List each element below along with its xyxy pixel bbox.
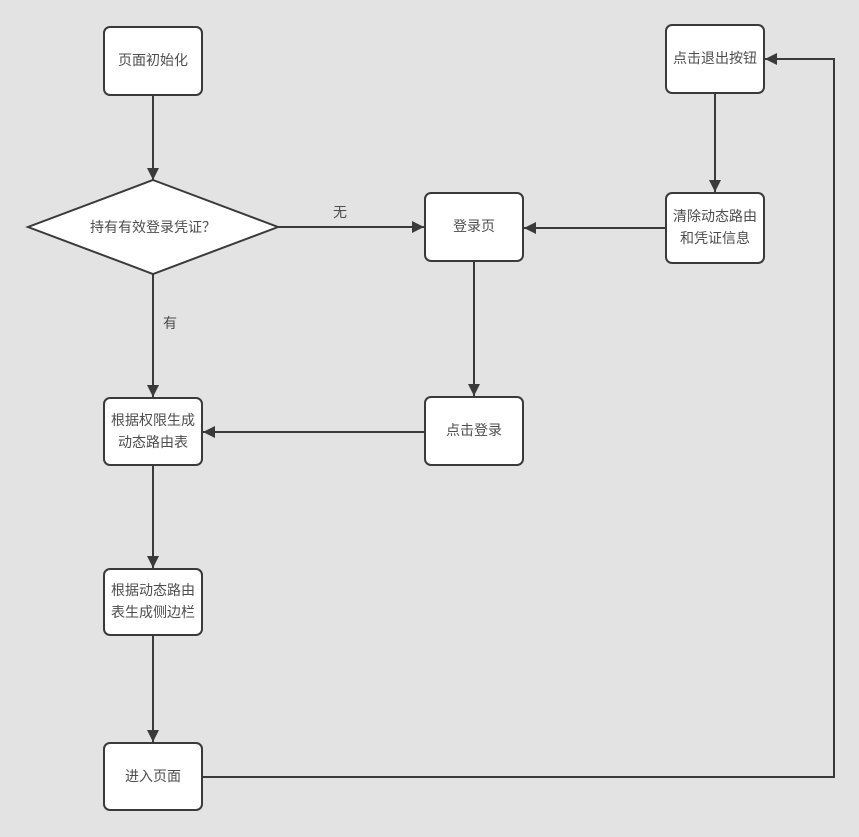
node-credential-check: 持有有效登录凭证？: [90, 219, 216, 235]
node-gen-routes: 根据权限生成动态路由表: [103, 397, 203, 466]
node-click-login: 点击登录: [424, 396, 524, 466]
node-page-init: 页面初始化: [103, 26, 203, 96]
edge-label-no: 无: [333, 204, 347, 220]
node-clear-routes: 清除动态路由和凭证信息: [665, 192, 765, 264]
node-login-page: 登录页: [424, 192, 524, 262]
node-click-logout: 点击退出按钮: [665, 24, 765, 94]
edge-label-yes: 有: [163, 315, 177, 331]
node-enter-page: 进入页面: [103, 742, 203, 811]
node-gen-sidebar: 根据动态路由表生成侧边栏: [103, 568, 203, 636]
edge-enterpage-to-clicklogout: [203, 53, 835, 778]
